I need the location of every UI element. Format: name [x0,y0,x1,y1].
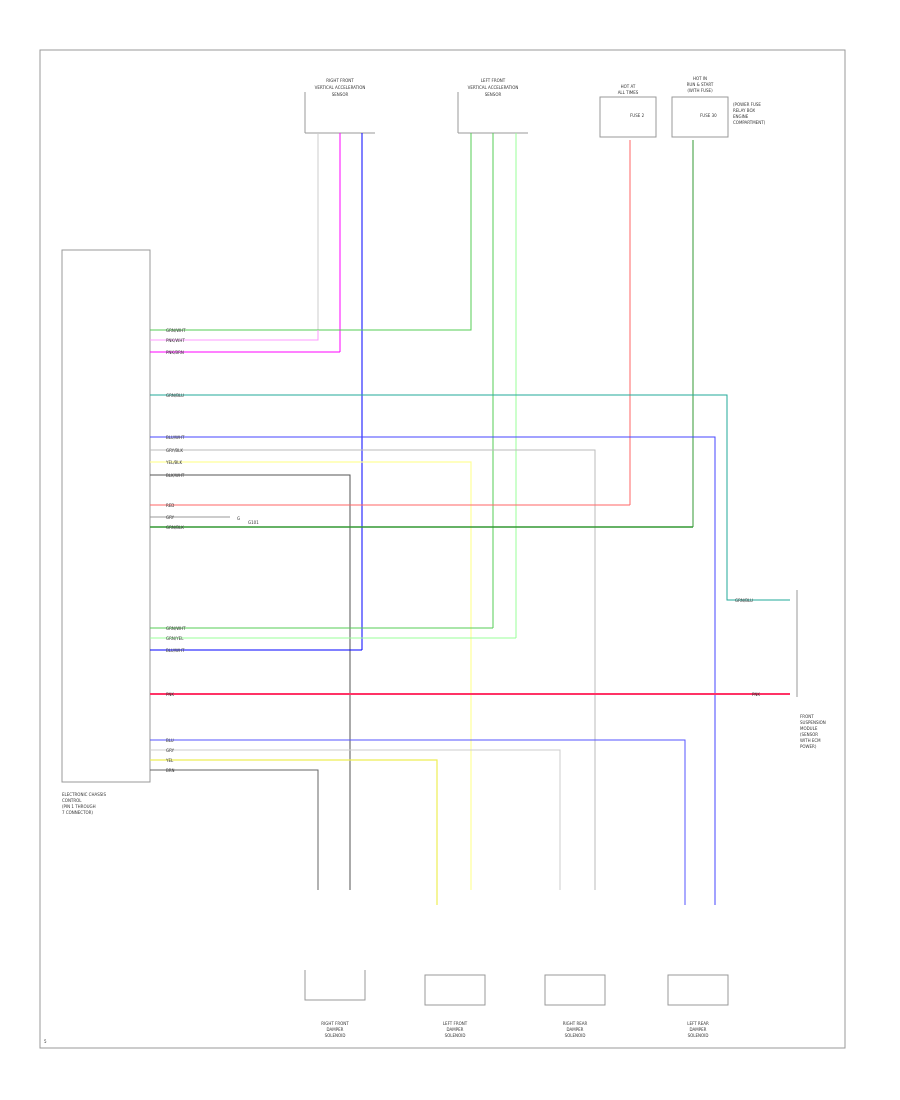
wire-label-w11: GRN/BLK [166,525,184,530]
rr-damper-label-1: RIGHT REAR [563,1021,588,1026]
fuse-box-hot-in-run: HOT IN RUN & START (WITH FUSE) FUSE 30 (… [671,76,766,138]
rf-damper-sensor: RIGHT FRONT DAMPER SOLENOID [304,970,366,1038]
lf-sensor-label-3: SENSOR [485,92,502,97]
rf-damper-label-3: SOLENOID [325,1033,346,1038]
lf-sensor-label-1: LEFT FRONT [481,78,506,83]
wire-label-w12: GRN/WHT [166,626,186,631]
ecm-module-box [61,249,151,783]
ecm-label-4: 7 CONNECTOR) [62,810,93,815]
lf-damper-label-3: SOLENOID [445,1033,466,1038]
rr-damper-label-2: DAMPER [567,1027,584,1032]
ecm-wires [150,318,798,905]
lr-damper-label-2: DAMPER [690,1027,707,1032]
fuse-box-fuse: FUSE 2 [630,113,645,118]
ign-note-3: ENGINE [733,114,749,119]
ign-note-2: RELAY BOX [733,108,755,113]
wire-label-w14: BLU/WHT [166,648,185,653]
wire-label-right-w15: PNK [752,692,760,697]
rf-damper-label-1: RIGHT FRONT [321,1021,349,1026]
wire-label-w18: YEL [165,758,174,763]
wire-label-right-w4: GRN/BLU [735,598,753,603]
ecm-label-2: CONTROL [62,798,82,803]
wire-label-w13: GRN/YEL [166,636,184,641]
front-suspension-module: FRONT SUSPENSION MODULE (SENSOR WITH ECM… [796,590,826,749]
fuse-box-hot-at-all-times: HOT AT ALL TIMES FUSE 2 [599,84,657,138]
wire-label-w5: BLU/WHT [166,435,185,440]
rr-damper-label-3: SOLENOID [565,1033,586,1038]
ign-box-fuse: FUSE 30 [700,113,717,118]
wire-label-g-note: G [237,516,240,521]
ign-box-label-1: HOT IN [693,76,707,81]
lf-acceleration-sensor: LEFT FRONT VERTICAL ACCELERATION SENSOR [457,78,528,134]
rf-sensor-label-3: SENSOR [332,92,349,97]
lf-sensor-label-2: VERTICAL ACCELERATION [468,85,519,90]
right-module-label-5: WITH ECM [800,738,821,743]
ecm-label-1: ELECTRONIC CHASSIS [62,792,106,797]
lr-damper-label-1: LEFT REAR [687,1021,709,1026]
ign-box-label-3: (WITH FUSE) [687,88,713,93]
fuse-box-label-1: HOT AT [621,84,636,89]
front-sensor-leads [317,133,694,650]
wire-label-w1: GRN/WHT [166,328,186,333]
diagram-frame [39,49,846,1049]
wire-label-w17: GRY [166,748,175,753]
fuse-box-label-2: ALL TIMES [618,90,639,95]
rr-damper-sensor: RIGHT REAR DAMPER SOLENOID [544,974,606,1038]
wire-label-w16: BLU [166,738,174,743]
right-module-label-1: FRONT [800,714,814,719]
wire-label-w4: GRN/BLU [166,393,184,398]
wire-label-w2: PNK/WHT [166,338,185,343]
lr-damper-label-3: SOLENOID [688,1033,709,1038]
ign-note-4: COMPARTMENT) [733,120,766,125]
wire-label-w7: YEL/BLK [165,460,183,465]
rf-damper-label-2: DAMPER [327,1027,344,1032]
right-module-label-6: POWER) [800,744,817,749]
rf-sensor-label-1: RIGHT FRONT [326,78,354,83]
ecm-label-3: (PIN 1 THROUGH [62,804,96,809]
wire-label-w6: GRY/BLK [166,448,183,453]
lf-damper-label-2: DAMPER [447,1027,464,1032]
ign-note-1: (POWER FUSE [733,102,761,107]
wire-label-w19: BRN [166,768,175,773]
wire-label-w15: PNK [166,692,174,697]
lr-damper-sensor: LEFT REAR DAMPER SOLENOID [667,974,729,1038]
rf-sensor-label-2: VERTICAL ACCELERATION [315,85,366,90]
wire-labels: GRN/WHT PNK/WHT PNK/BRN GRN/BLU BLU/WHT … [165,328,760,773]
ign-box-label-2: RUN & START [687,82,714,87]
wire-label-ecm-ground: G101 [248,520,259,525]
wire-label-w10: GRY [166,515,175,520]
rf-acceleration-sensor: RIGHT FRONT VERTICAL ACCELERATION SENSOR [304,78,375,134]
bottom-sensors: RIGHT FRONT DAMPER SOLENOID LEFT FRONT D… [304,970,729,1038]
right-module-label-4: (SENSOR [800,732,818,737]
footer-code: 5 [44,1039,47,1044]
right-module-label-3: MODULE [800,726,818,731]
wire-label-w8: BLK/WHT [166,473,185,478]
lf-damper-label-1: LEFT FRONT [443,1021,468,1026]
wire-label-w9: RED [166,503,174,508]
wire-label-w3: PNK/BRN [166,350,184,355]
right-module-label-2: SUSPENSION [800,720,826,725]
lf-damper-sensor: LEFT FRONT DAMPER SOLENOID [424,974,486,1038]
